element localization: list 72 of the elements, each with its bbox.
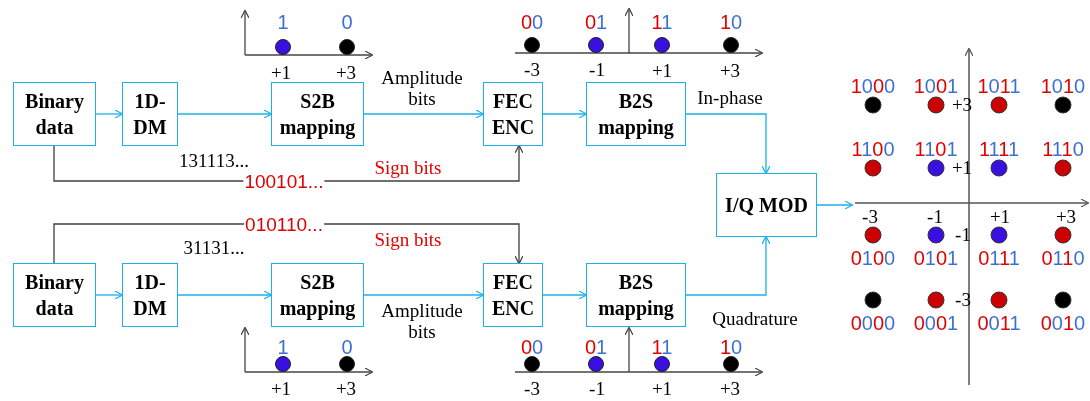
tick-label: +1 xyxy=(951,158,973,178)
bit-label: 1111 xyxy=(979,139,1019,159)
process-box: B2S mapping xyxy=(586,82,686,146)
bit-label: 1101 xyxy=(914,139,958,159)
bit-label: 1000 xyxy=(850,76,896,96)
arrow xyxy=(95,290,124,300)
bit-label: 1 xyxy=(277,337,289,357)
tick-label: +1 xyxy=(651,379,673,399)
tick-label: +3 xyxy=(1055,207,1077,227)
process-box: 1D-DM xyxy=(122,82,178,146)
bit-label: 00 xyxy=(520,337,544,357)
bit-label: 00 xyxy=(520,12,544,32)
process-box: 1D-DM xyxy=(122,263,178,327)
tick-label: -3 xyxy=(524,379,540,399)
bit-label: 11 xyxy=(651,12,673,32)
arrow xyxy=(685,113,771,175)
tick-label: +1 xyxy=(989,207,1011,227)
process-box: FEC ENC xyxy=(483,82,543,146)
bit-label: 10 xyxy=(719,12,743,32)
tick-label: -3 xyxy=(955,290,971,310)
annotation-text: Sign bits xyxy=(374,230,442,250)
tick-label: -1 xyxy=(955,225,971,245)
bit-label: 0001 xyxy=(913,313,959,333)
process-box: S2B mapping xyxy=(271,263,364,327)
bit-label: 0111 xyxy=(978,248,1020,268)
bit-label: 0000 xyxy=(850,313,896,333)
bit-label: 11 xyxy=(651,337,673,357)
bit-label: 1001 xyxy=(913,76,959,96)
bit-label: 1010 xyxy=(1040,76,1086,96)
bit-label: 0 xyxy=(341,12,353,32)
bit-label: 0101 xyxy=(913,248,959,268)
tick-label: +3 xyxy=(335,63,357,83)
tick-label: -1 xyxy=(927,207,943,227)
arrow xyxy=(542,290,588,300)
arrow xyxy=(177,290,273,300)
tick-label: +1 xyxy=(651,61,673,81)
process-box: S2B mapping xyxy=(271,82,364,146)
tick-label: +1 xyxy=(270,379,292,399)
tick-label: +1 xyxy=(270,63,292,83)
bit-label: 0011 xyxy=(977,313,1021,333)
annotation-text: Sign bits xyxy=(374,158,442,178)
bit-label: 0100 xyxy=(850,248,896,268)
bit-label: 10 xyxy=(719,337,743,357)
bit-label: 01 xyxy=(584,337,608,357)
process-box: FEC ENC xyxy=(483,263,543,327)
bit-label: 0 xyxy=(341,337,353,357)
tick-label: +3 xyxy=(719,379,741,399)
bit-label: 1011 xyxy=(977,76,1021,96)
process-box: Binary data xyxy=(13,263,96,327)
tick-label: +3 xyxy=(335,379,357,399)
bit-label: 0110 xyxy=(1041,248,1085,268)
arrow xyxy=(95,109,124,119)
arrow xyxy=(363,109,485,119)
bit-label: 1 xyxy=(277,12,289,32)
tick-label: -1 xyxy=(589,379,605,399)
tick-label: -3 xyxy=(862,207,878,227)
process-box: I/Q MOD xyxy=(716,173,817,237)
arrow xyxy=(177,109,273,119)
tick-label: +3 xyxy=(719,61,741,81)
bit-label: 0010 xyxy=(1040,313,1086,333)
tick-label: +3 xyxy=(951,95,973,115)
arrow xyxy=(363,290,485,300)
arrow xyxy=(685,235,771,296)
tick-label: -1 xyxy=(589,60,605,80)
arrow xyxy=(816,200,854,210)
bit-label: 1110 xyxy=(1042,139,1084,159)
process-box: B2S mapping xyxy=(586,263,686,327)
tick-label: -3 xyxy=(524,60,540,80)
arrow xyxy=(542,109,588,119)
process-box: Binary data xyxy=(13,82,96,146)
bit-label: 01 xyxy=(584,12,608,32)
bit-label: 1100 xyxy=(851,139,895,159)
